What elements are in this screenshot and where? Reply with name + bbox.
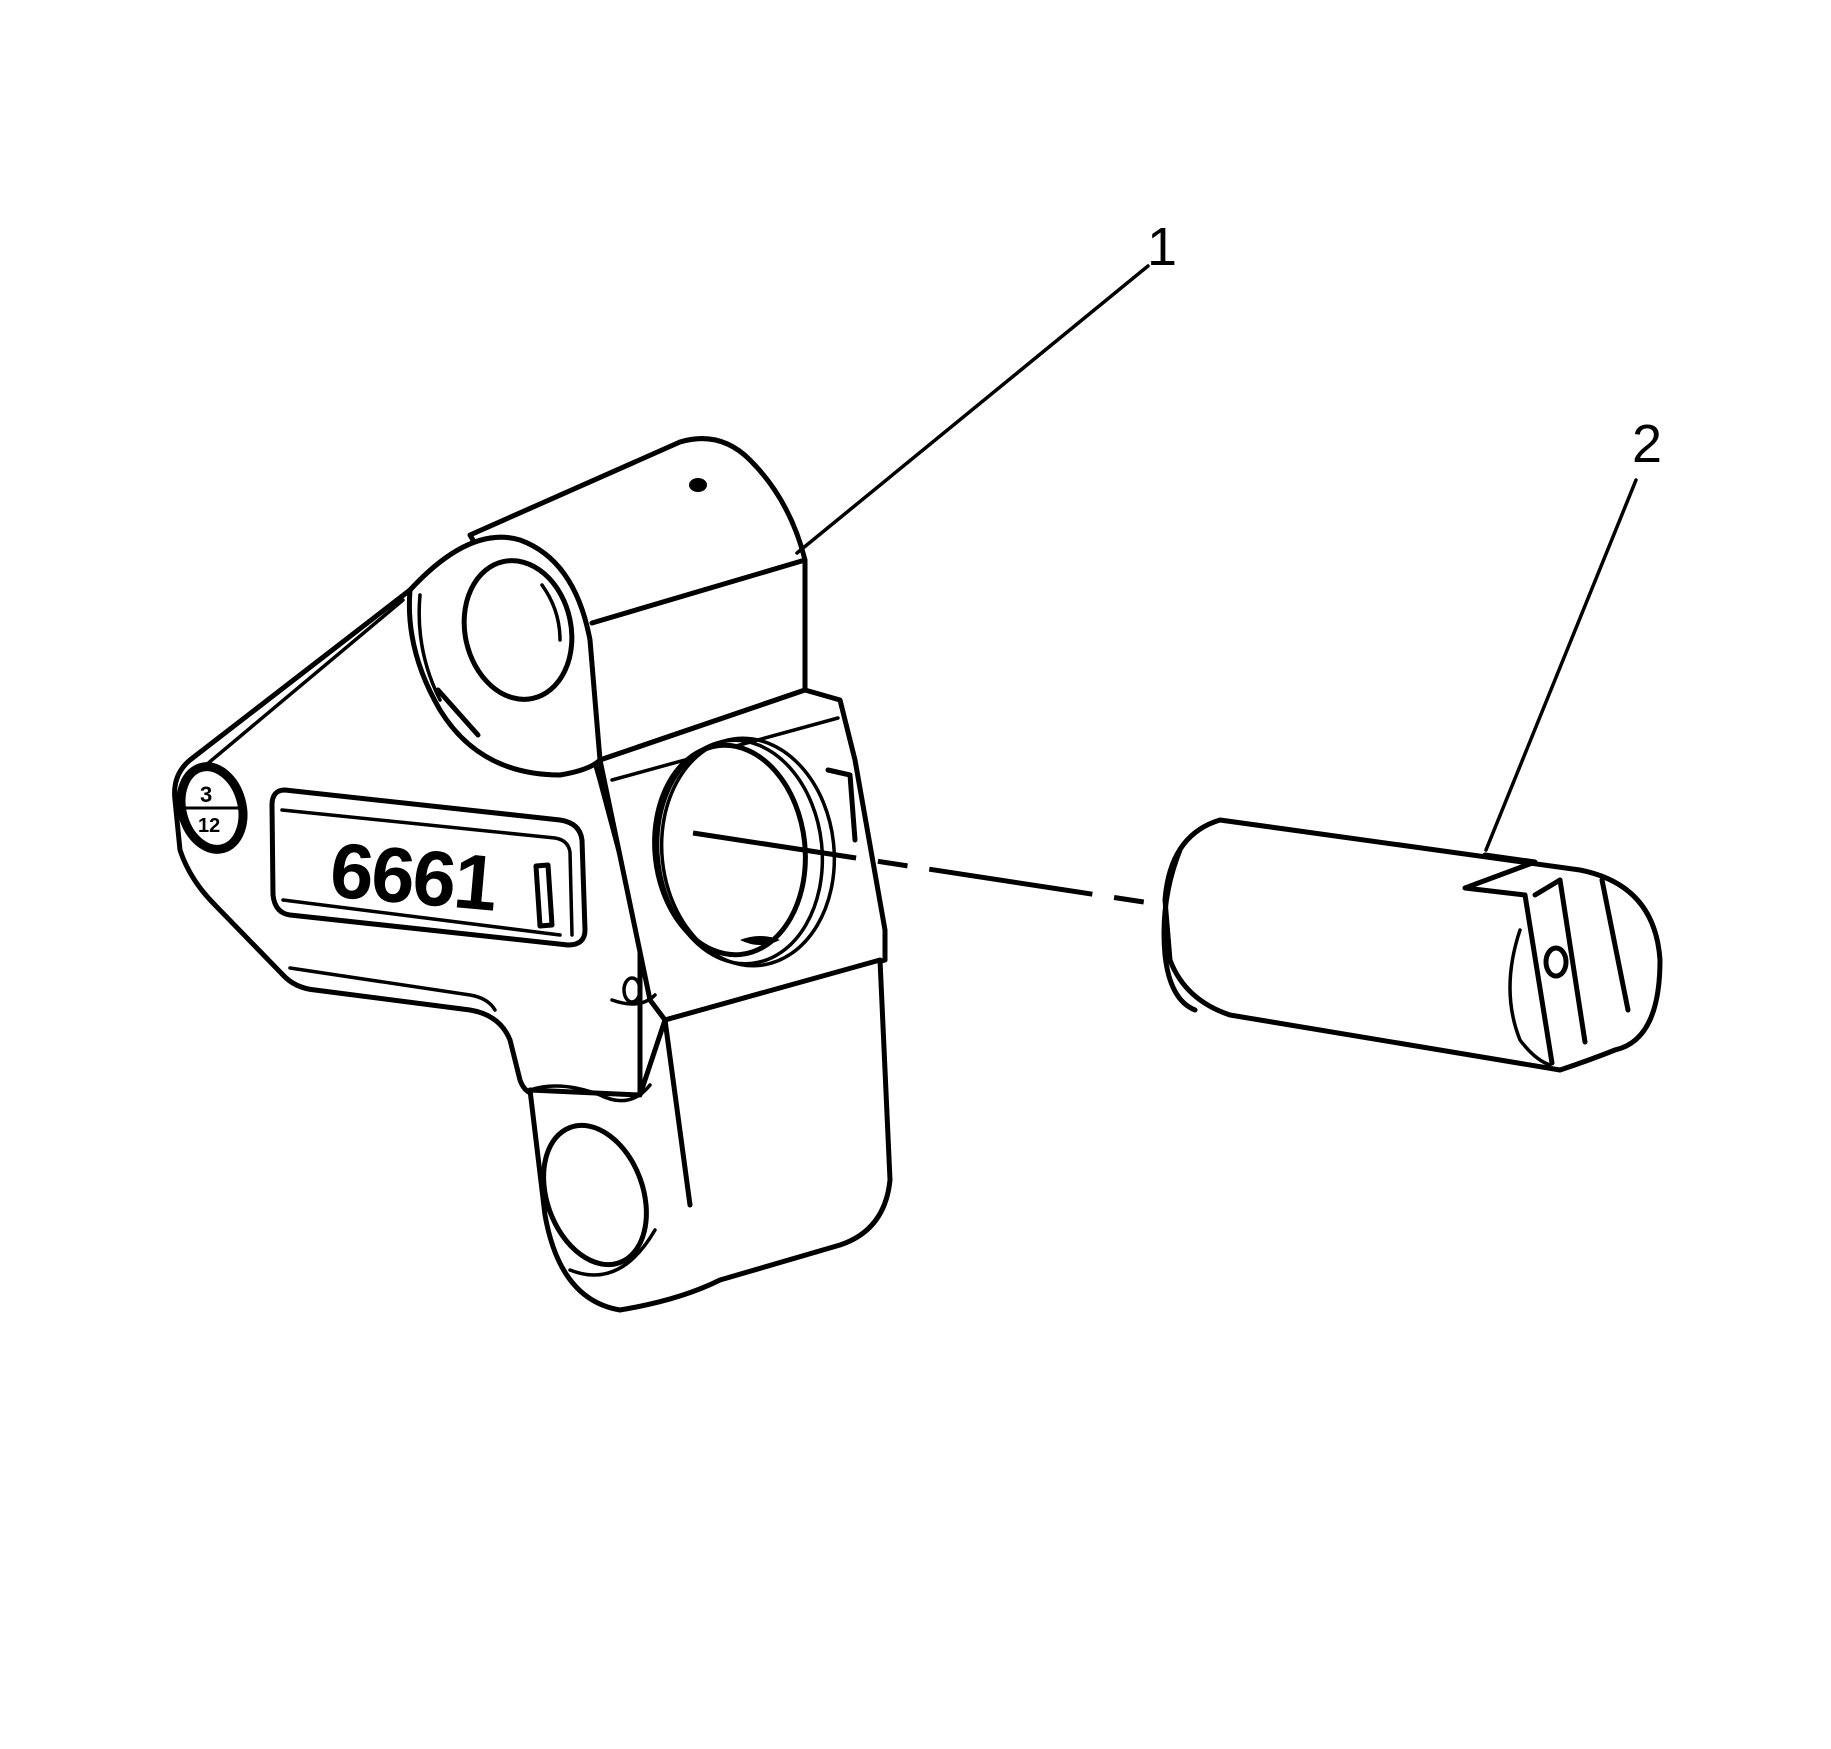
date-stamp-top: 3	[200, 782, 212, 807]
callout-1-label: 1	[1147, 217, 1177, 277]
bracket-part: 3 12 6661	[172, 436, 893, 1313]
pin-part	[1161, 817, 1663, 1073]
part-number-plate: 6661	[269, 787, 588, 948]
callout-2: 2	[1484, 414, 1662, 852]
part-number-text: 6661	[327, 825, 500, 927]
date-stamp: 3 12	[176, 762, 248, 854]
assembly-centerline	[692, 830, 1151, 906]
callout-2-label: 2	[1632, 414, 1662, 474]
date-stamp-bottom: 12	[198, 815, 220, 837]
callout-1: 1	[795, 217, 1177, 555]
